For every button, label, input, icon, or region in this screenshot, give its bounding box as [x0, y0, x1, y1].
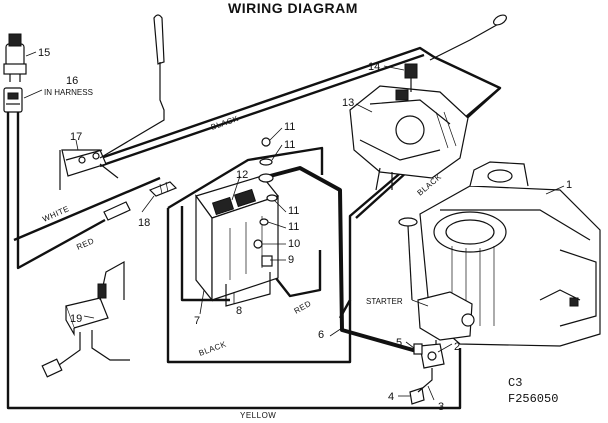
relay-module	[41, 260, 130, 378]
callout-1: 1	[566, 179, 572, 191]
callout-numbers: 15 16 IN HARNESS 17 18 11 11 12 11 11 10…	[38, 47, 572, 413]
callout-11-c: 11	[288, 205, 299, 217]
callout-7: 7	[194, 315, 200, 327]
callout-14: 14	[368, 61, 380, 73]
shift-lever	[404, 14, 507, 92]
wire-harness-left-2	[16, 112, 106, 270]
callout-16: 16	[66, 75, 78, 87]
battery	[195, 175, 280, 307]
callout-leaders	[23, 51, 565, 401]
callout-6: 6	[318, 329, 324, 341]
terminal-hardware	[253, 137, 278, 267]
starter-assembly	[409, 291, 475, 405]
callout-13: 13	[342, 97, 354, 109]
callout-5: 5	[396, 337, 402, 349]
harness-connector	[3, 87, 23, 113]
seat-switch-bracket	[59, 149, 119, 190]
callout-8: 8	[236, 305, 242, 317]
note-in-harness: IN HARNESS	[44, 88, 93, 97]
callout-19: 19	[70, 313, 82, 325]
callout-9: 9	[288, 254, 294, 266]
callout-15: 15	[38, 47, 50, 59]
key-switch	[3, 33, 27, 82]
part-number: F256050	[508, 392, 558, 406]
wire-black-top-2	[99, 53, 425, 168]
label-yellow: YELLOW	[240, 411, 276, 420]
wiring-harness	[6, 46, 502, 410]
callout-18: 18	[138, 217, 150, 229]
callout-11-a: 11	[284, 121, 295, 133]
label-white: WHITE	[41, 204, 70, 224]
callout-10: 10	[288, 238, 300, 250]
label-black-top: BLACK	[210, 114, 240, 132]
callout-11-d: 11	[288, 221, 299, 233]
diagram-title: WIRING DIAGRAM	[228, 0, 358, 16]
control-lever	[99, 14, 165, 159]
transmission-housing	[349, 85, 469, 191]
wire-red-left	[13, 176, 161, 242]
label-red-left: RED	[75, 236, 95, 252]
wire-center-inner-left	[180, 206, 230, 302]
label-red-center: RED	[293, 299, 313, 316]
figure-code: C3	[508, 376, 522, 390]
cable-battery-positive	[269, 166, 421, 354]
wire-center-box-top	[167, 146, 324, 210]
callout-4: 4	[388, 391, 394, 403]
callout-17: 17	[70, 131, 82, 143]
callout-11-b: 11	[284, 139, 295, 151]
wire-red-center	[267, 250, 322, 298]
wire-harness-left	[6, 112, 462, 410]
fuse-holder	[103, 181, 178, 221]
note-starter: STARTER	[366, 297, 403, 306]
callout-3: 3	[438, 401, 444, 413]
callout-2: 2	[454, 341, 460, 353]
callout-12: 12	[236, 169, 248, 181]
label-black-bottom: BLACK	[198, 340, 228, 358]
